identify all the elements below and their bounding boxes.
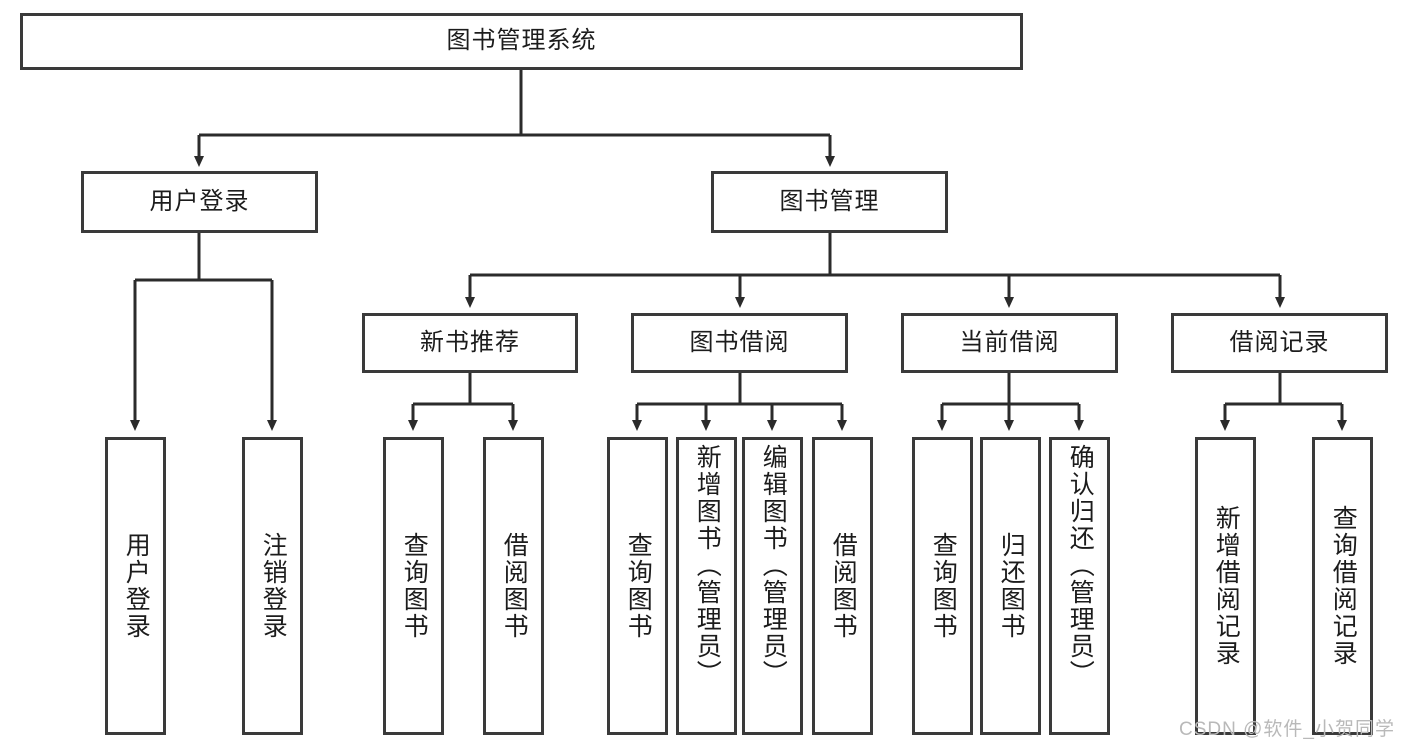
leaf-edit-book-label: 编辑图书（管理员） (759, 444, 788, 687)
leaf-borrow-book-2-label: 借阅图书 (829, 532, 858, 640)
leaf-borrow-book-2[interactable]: 借阅图书 (812, 437, 873, 735)
leaf-user-login-label: 用户登录 (122, 532, 151, 640)
leaf-logout-login[interactable]: 注销登录 (242, 437, 303, 735)
node-borrow-record[interactable]: 借阅记录 (1171, 313, 1388, 373)
leaf-confirm-return[interactable]: 确认归还（管理员） (1049, 437, 1110, 735)
node-new-book-recommend[interactable]: 新书推荐 (362, 313, 578, 373)
leaf-confirm-return-label: 确认归还（管理员） (1066, 444, 1095, 687)
leaf-query-book-3[interactable]: 查询图书 (912, 437, 973, 735)
node-user-login-label: 用户登录 (149, 187, 250, 215)
leaf-query-book-3-label: 查询图书 (929, 532, 958, 640)
node-book-management-label: 图书管理 (779, 187, 880, 215)
leaf-query-record[interactable]: 查询借阅记录 (1312, 437, 1373, 735)
leaf-add-record[interactable]: 新增借阅记录 (1195, 437, 1256, 735)
leaf-borrow-book-1-label: 借阅图书 (500, 532, 529, 640)
leaf-return-book-label: 归还图书 (997, 532, 1026, 640)
leaf-return-book[interactable]: 归还图书 (980, 437, 1041, 735)
node-book-borrow[interactable]: 图书借阅 (631, 313, 848, 373)
leaf-add-book[interactable]: 新增图书（管理员） (676, 437, 737, 735)
leaf-query-book-2[interactable]: 查询图书 (607, 437, 668, 735)
node-current-borrow-label: 当前借阅 (959, 328, 1060, 356)
node-root[interactable]: 图书管理系统 (20, 13, 1023, 70)
node-book-borrow-label: 图书借阅 (689, 328, 790, 356)
leaf-edit-book[interactable]: 编辑图书（管理员） (742, 437, 803, 735)
node-borrow-record-label: 借阅记录 (1229, 328, 1330, 356)
node-root-label: 图书管理系统 (446, 27, 597, 55)
leaf-query-book-1[interactable]: 查询图书 (383, 437, 444, 735)
leaf-add-book-label: 新增图书（管理员） (693, 444, 722, 687)
leaf-query-book-1-label: 查询图书 (400, 532, 429, 640)
node-user-login[interactable]: 用户登录 (81, 171, 318, 233)
leaf-user-login[interactable]: 用户登录 (105, 437, 166, 735)
node-new-book-recommend-label: 新书推荐 (420, 328, 520, 356)
leaf-query-record-label: 查询借阅记录 (1329, 505, 1358, 667)
leaf-logout-login-label: 注销登录 (259, 532, 288, 640)
leaf-query-book-2-label: 查询图书 (624, 532, 653, 640)
leaf-add-record-label: 新增借阅记录 (1212, 505, 1241, 667)
node-current-borrow[interactable]: 当前借阅 (901, 313, 1118, 373)
node-book-management[interactable]: 图书管理 (711, 171, 948, 233)
leaf-borrow-book-1[interactable]: 借阅图书 (483, 437, 544, 735)
